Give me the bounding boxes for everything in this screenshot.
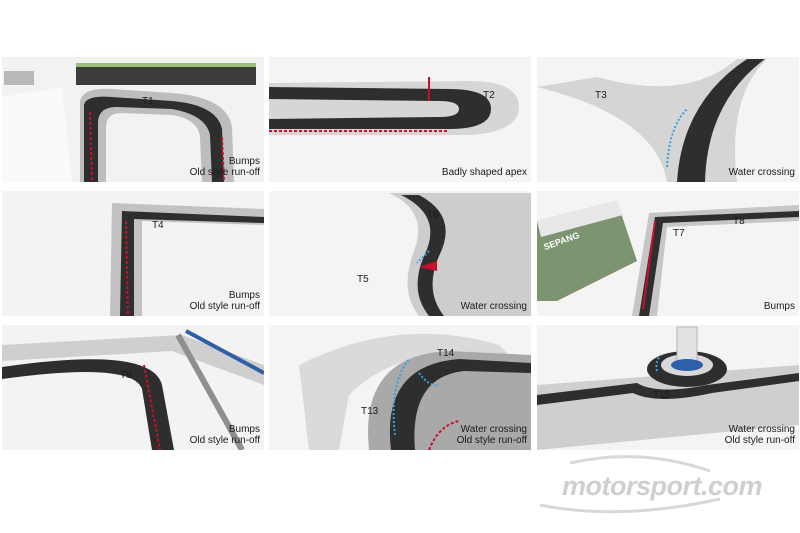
panel-t9: T9 Bumps Old style run-off xyxy=(2,325,264,450)
issue-note: Bumps Old style run-off xyxy=(189,156,260,178)
issue-note: Water crossing Old style run-off xyxy=(724,424,795,446)
panel-t5-t6: T6 T5 Water crossing xyxy=(269,191,531,316)
panel-t7-t8: SEPANG T7 T8 Bumps xyxy=(537,191,799,316)
turn-label: T15 xyxy=(653,390,671,401)
motorsport-logo-icon xyxy=(539,455,721,514)
turn-label: T9 xyxy=(120,370,132,381)
issue-note: Water crossing xyxy=(460,301,527,312)
panel-t1: T1 Bumps Old style run-off xyxy=(2,57,264,182)
turn-label: T1 xyxy=(142,96,154,107)
turn-label: T2 xyxy=(483,90,495,101)
issue-note: Bumps xyxy=(763,301,795,312)
panel-t2: T2 Badly shaped apex xyxy=(269,57,531,182)
turn-label: T4 xyxy=(152,220,164,231)
issue-note: Badly shaped apex xyxy=(441,167,527,178)
issue-note: Water crossing xyxy=(728,167,795,178)
turn-label: T6 xyxy=(427,210,439,221)
panel-t13-t14: T14 T13 Water crossing Old style run-off xyxy=(269,325,531,450)
watermark-text: motorsport.com xyxy=(562,471,763,501)
turn-label: T14 xyxy=(437,348,455,359)
turn-label: T8 xyxy=(733,216,745,227)
issue-note: Bumps Old style run-off xyxy=(189,290,260,312)
panel-t3: T3 Water crossing xyxy=(537,57,799,182)
panel-t15: T15 Water crossing Old style run-off xyxy=(537,325,799,450)
issue-note: Water crossing Old style run-off xyxy=(456,424,527,446)
turn-label: T3 xyxy=(595,90,607,101)
motorsport-watermark: motorsport.com xyxy=(520,455,790,515)
turn-label: T7 xyxy=(673,228,685,239)
panel-t4: T4 Bumps Old style run-off xyxy=(2,191,264,316)
turn-label: T5 xyxy=(357,274,369,285)
turn-label: T13 xyxy=(361,406,379,417)
issue-note: Bumps Old style run-off xyxy=(189,424,260,446)
